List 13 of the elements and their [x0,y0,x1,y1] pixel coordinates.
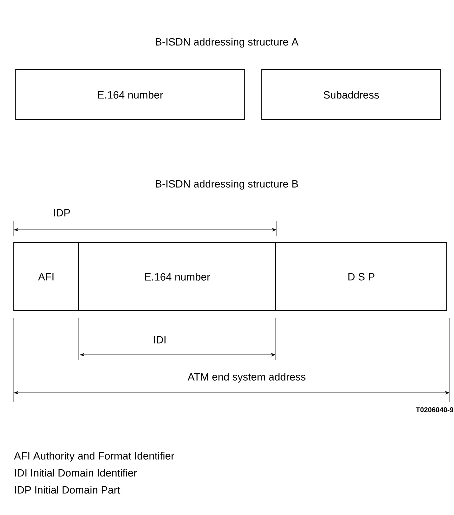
heading: B-ISDN addressing structure A [156,38,299,48]
field-box: E.164 number [16,70,246,120]
dimension-label: ATM end system address [188,373,306,383]
abbreviation-note: AFI Authority and Format Identifier [14,452,174,462]
field-box: Subaddress [262,70,442,120]
heading: B-ISDN addressing structure B [156,180,298,190]
dimension-label: IDP [54,209,70,217]
abbreviation-note: IDP Initial Domain Part [15,486,120,494]
field-box: AFI [14,242,80,312]
abbreviation-note: IDI Initial Domain Identifier [15,469,138,477]
field-box: E.164 number [78,242,276,312]
dimension-label: IDI [154,336,166,344]
field-box: D S P [276,242,448,312]
